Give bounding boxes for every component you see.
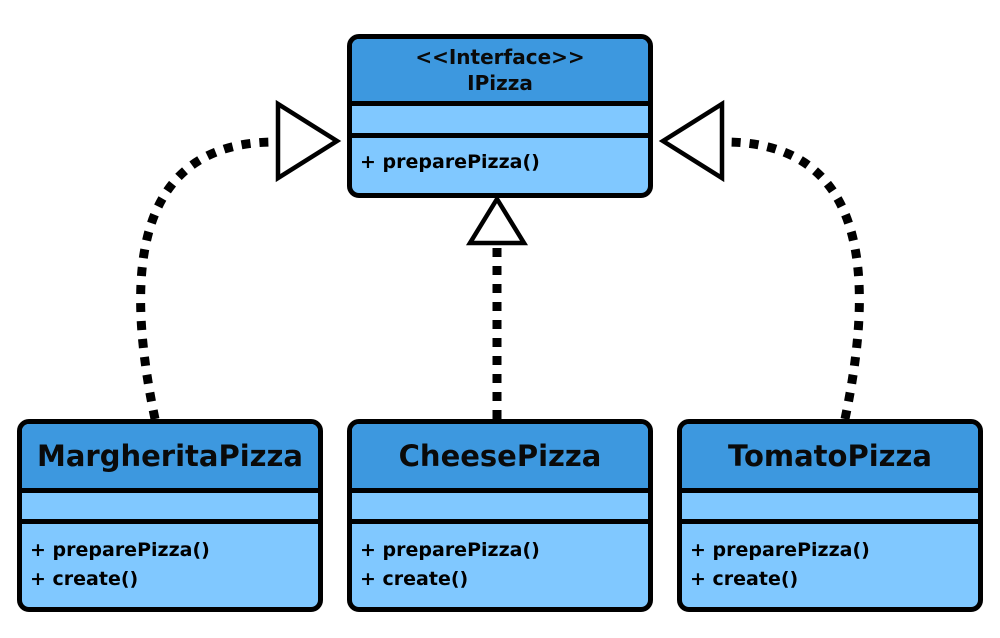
- class-method: + create(): [690, 568, 799, 590]
- realization-line-margherita: [136, 137, 279, 420]
- class-methods: + preparePizza() + create(): [352, 524, 648, 607]
- interface-method: + preparePizza(): [360, 151, 540, 173]
- realization-line-tomato: [721, 137, 864, 420]
- class-name: TomatoPizza: [728, 439, 932, 473]
- interface-attributes: [352, 106, 648, 138]
- class-name: MargheritaPizza: [37, 439, 303, 473]
- class-method: + create(): [30, 568, 139, 590]
- interface-name: IPizza: [467, 71, 533, 95]
- class-method: + preparePizza(): [360, 539, 540, 561]
- realization-arrowhead-margherita: [275, 99, 342, 183]
- class-methods: + preparePizza() + create(): [682, 524, 978, 607]
- realization-arrowhead-cheese: [465, 194, 529, 246]
- interface-ipizza[interactable]: <<Interface>> IPizza + preparePizza(): [347, 34, 653, 198]
- class-header: TomatoPizza: [682, 424, 978, 493]
- class-name: CheesePizza: [398, 439, 602, 473]
- interface-stereotype: <<Interface>>: [415, 45, 585, 69]
- class-margherita-pizza[interactable]: MargheritaPizza + preparePizza() + creat…: [17, 419, 323, 612]
- class-header: CheesePizza: [352, 424, 648, 493]
- class-method: + preparePizza(): [30, 539, 210, 561]
- interface-methods: + preparePizza(): [352, 138, 648, 193]
- class-attributes: [682, 493, 978, 524]
- realization-arrowhead-tomato: [658, 99, 725, 183]
- interface-header: <<Interface>> IPizza: [352, 39, 648, 106]
- class-tomato-pizza[interactable]: TomatoPizza + preparePizza() + create(): [677, 419, 983, 612]
- class-method: + preparePizza(): [690, 539, 870, 561]
- class-methods: + preparePizza() + create(): [22, 524, 318, 607]
- class-cheese-pizza[interactable]: CheesePizza + preparePizza() + create(): [347, 419, 653, 612]
- class-header: MargheritaPizza: [22, 424, 318, 493]
- class-attributes: [352, 493, 648, 524]
- class-method: + create(): [360, 568, 469, 590]
- class-attributes: [22, 493, 318, 524]
